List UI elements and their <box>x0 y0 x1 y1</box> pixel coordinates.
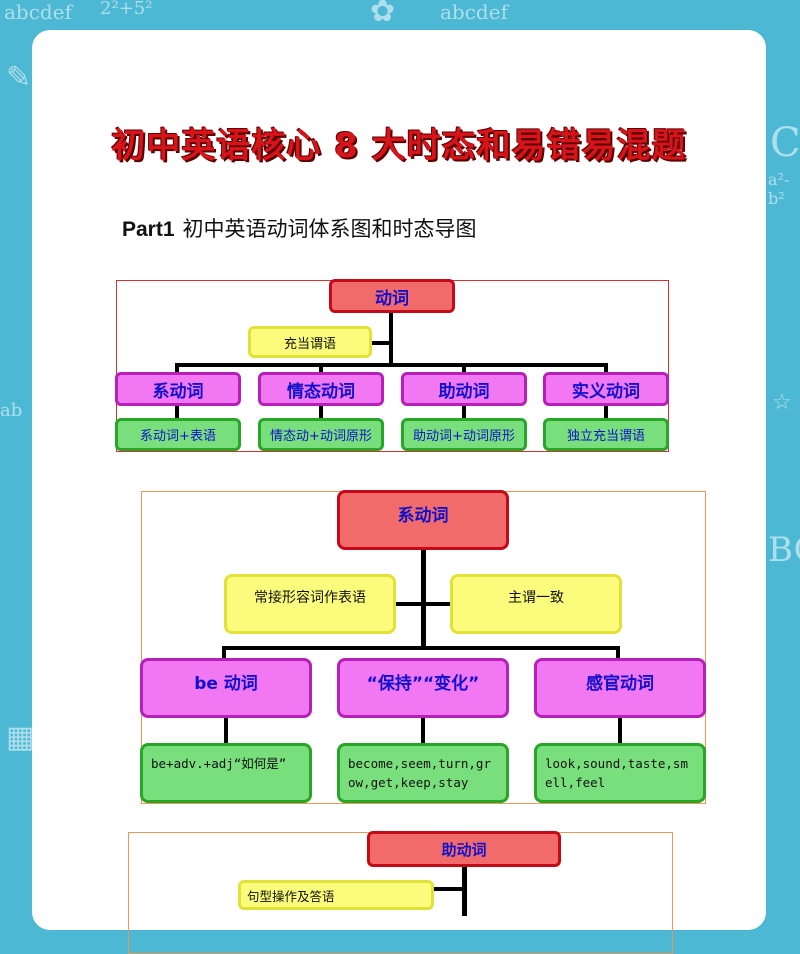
diagram2-drop-3 <box>616 646 620 662</box>
doodle-letters-top-right: abcdef <box>440 0 508 24</box>
page-title: 初中英语核心 8 大时态和易错易混题 <box>111 126 687 166</box>
doodle-formula-right: a²-b² <box>768 170 790 208</box>
diagram2-leaf-link-1 <box>224 716 228 746</box>
diagram2-branch-bar <box>222 646 620 650</box>
diagram1-drop-3 <box>462 363 466 375</box>
diagram2-branch-node: be 动词 <box>140 658 312 718</box>
diagram1-leaf-link-2 <box>319 404 323 420</box>
diagram2-leaf-link-3 <box>618 716 622 746</box>
doodle-flower-icon: ✿ <box>370 0 396 29</box>
diagram3-root-node: 助动词 <box>367 831 561 867</box>
doodle-pencil-icon: ✎ <box>6 60 32 95</box>
diagram1-leaf-node: 独立充当谓语 <box>543 418 669 451</box>
diagram2-leaf-link-2 <box>421 716 425 746</box>
diagram2-leaf-node: be+adv.+adj“如何是” <box>140 743 312 803</box>
diagram1-leaf-link-3 <box>462 404 466 420</box>
diagram2-note-bar <box>394 602 452 606</box>
diagram1-drop-1 <box>175 363 179 375</box>
diagram1-note-connector <box>370 341 392 345</box>
diagram1-branch-node: 实义动词 <box>543 372 669 406</box>
diagram2-leaf-node: look,sound,taste,smell,feel <box>534 743 706 803</box>
diagram1-leaf-link-1 <box>175 404 179 420</box>
diagram3-note-connector <box>432 887 466 891</box>
doodle-star-icon: ☆ <box>772 390 792 415</box>
diagram1-note-node: 充当谓语 <box>248 326 372 358</box>
diagram1-leaf-node: 助动词+动词原形 <box>401 418 527 451</box>
part-label: Part1 <box>122 218 175 241</box>
part-text: 初中英语动词体系图和时态导图 <box>182 218 477 241</box>
doodle-letters-right: BC <box>768 530 800 570</box>
diagram1-root-node: 动词 <box>329 279 455 313</box>
diagram1-trunk <box>389 310 393 364</box>
diagram1-leaf-node: 情态动+动词原形 <box>258 418 384 451</box>
diagram1-branch-node: 系动词 <box>115 372 241 406</box>
diagram1-branch-bar <box>175 363 606 367</box>
diagram2-root-node: 系动词 <box>337 490 509 550</box>
diagram1-leaf-node: 系动词+表语 <box>115 418 241 451</box>
diagram1-drop-4 <box>604 363 608 375</box>
part-heading: Part1 初中英语动词体系图和时态导图 <box>122 213 477 243</box>
diagram2-note-right: 主谓一致 <box>450 574 622 634</box>
diagram3-note-node: 句型操作及答语 <box>238 880 434 910</box>
doodle-letter-c-icon: C <box>770 120 800 166</box>
doodle-letters-left: ab <box>0 400 23 421</box>
diagram2-trunk <box>421 548 426 650</box>
diagram2-branch-node: “保持”“变化” <box>337 658 509 718</box>
diagram2-drop-1 <box>222 646 226 662</box>
diagram1-drop-2 <box>319 363 323 375</box>
doodle-calc-icon: ▦ <box>6 720 35 755</box>
diagram2-branch-node: 感官动词 <box>534 658 706 718</box>
diagram3-trunk <box>462 866 467 916</box>
diagram1-leaf-link-4 <box>604 404 608 420</box>
diagram2-leaf-node: become,seem,turn,grow,get,keep,stay <box>337 743 509 803</box>
doodle-letters-top-left: abcdef <box>4 0 72 24</box>
diagram1-branch-node: 情态动词 <box>258 372 384 406</box>
diagram1-branch-node: 助动词 <box>401 372 527 406</box>
diagram2-note-left: 常接形容词作表语 <box>224 574 396 634</box>
doodle-formula-icon: 2²+5² <box>100 0 153 19</box>
content-card: 初中英语核心 8 大时态和易错易混题 Part1 初中英语动词体系图和时态导图 动… <box>32 30 766 954</box>
